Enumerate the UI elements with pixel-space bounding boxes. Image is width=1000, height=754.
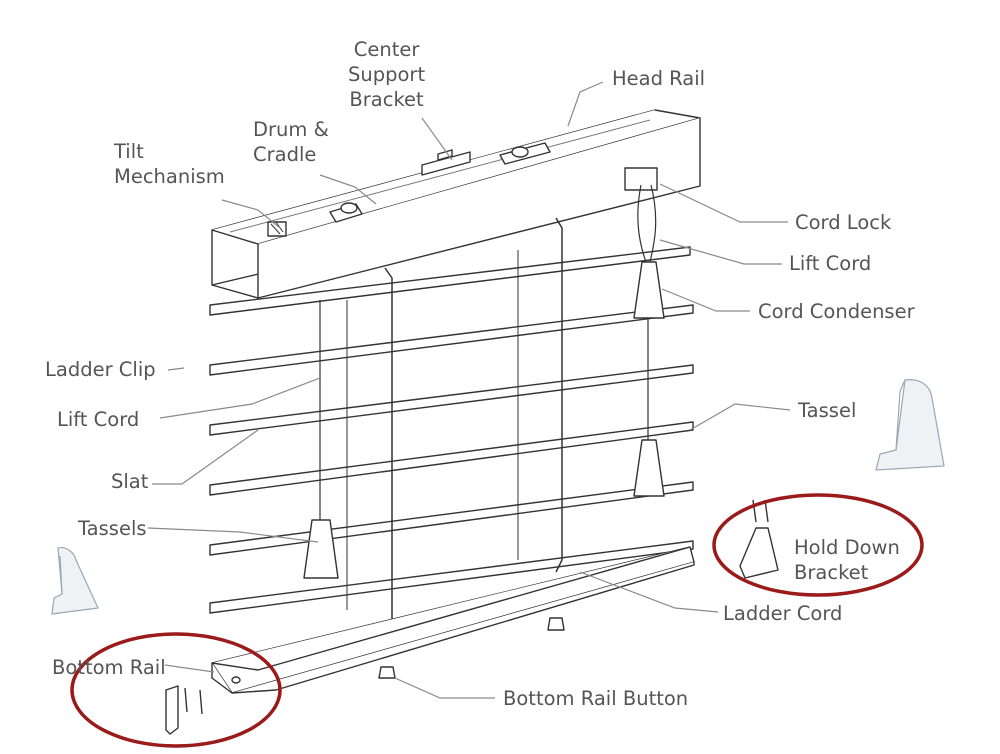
tassel-left xyxy=(303,519,339,579)
label-lift-cord-right: Lift Cord xyxy=(789,252,872,275)
leader-lines xyxy=(147,81,791,699)
label-ladder-cord: Ladder Cord xyxy=(723,602,843,625)
hold-down-bracket-detail xyxy=(739,499,779,579)
slat xyxy=(209,421,694,496)
label-slat: Slat xyxy=(111,470,149,493)
slat xyxy=(209,304,694,376)
mounting-bracket-right xyxy=(875,379,945,471)
lift-cord-right xyxy=(637,184,657,440)
label-head-rail: Head Rail xyxy=(612,67,706,90)
slat xyxy=(209,481,694,556)
tassel-right xyxy=(633,439,665,497)
label-tassel: Tassel xyxy=(798,399,857,422)
slat xyxy=(209,364,694,436)
highlight-ring-bottom-rail xyxy=(70,632,282,748)
label-ladder-clip: Ladder Clip xyxy=(45,358,156,381)
label-bottom-rail-button: Bottom Rail Button xyxy=(503,687,689,710)
highlight-ring-hold-down xyxy=(712,493,924,597)
label-center-support-bracket: Center Support Bracket xyxy=(348,38,426,111)
slat xyxy=(209,540,694,614)
label-tassels: Tassels xyxy=(78,517,147,540)
label-drum-cradle: Drum & Cradle xyxy=(253,118,329,166)
label-hold-down-bracket: Hold Down Bracket xyxy=(794,536,900,584)
mounting-bracket-left xyxy=(51,547,99,615)
label-cord-condenser: Cord Condenser xyxy=(758,300,915,323)
label-tilt-mechanism: Tilt Mechanism xyxy=(114,140,225,188)
hold-down-bracket-small xyxy=(165,685,203,735)
cord-condenser xyxy=(633,261,665,319)
label-cord-lock: Cord Lock xyxy=(795,211,892,234)
cord-lock xyxy=(624,167,658,191)
bottom-rail-button xyxy=(378,617,565,679)
drum-cradle xyxy=(329,202,363,223)
slat xyxy=(209,246,691,316)
label-lift-cord-left: Lift Cord xyxy=(57,408,140,431)
label-bottom-rail: Bottom Rail xyxy=(52,656,166,679)
drum-right xyxy=(499,142,551,165)
tilt-mechanism xyxy=(267,221,287,237)
bottom-rail xyxy=(211,546,695,694)
slats xyxy=(209,246,694,614)
center-support-bracket xyxy=(421,149,471,176)
